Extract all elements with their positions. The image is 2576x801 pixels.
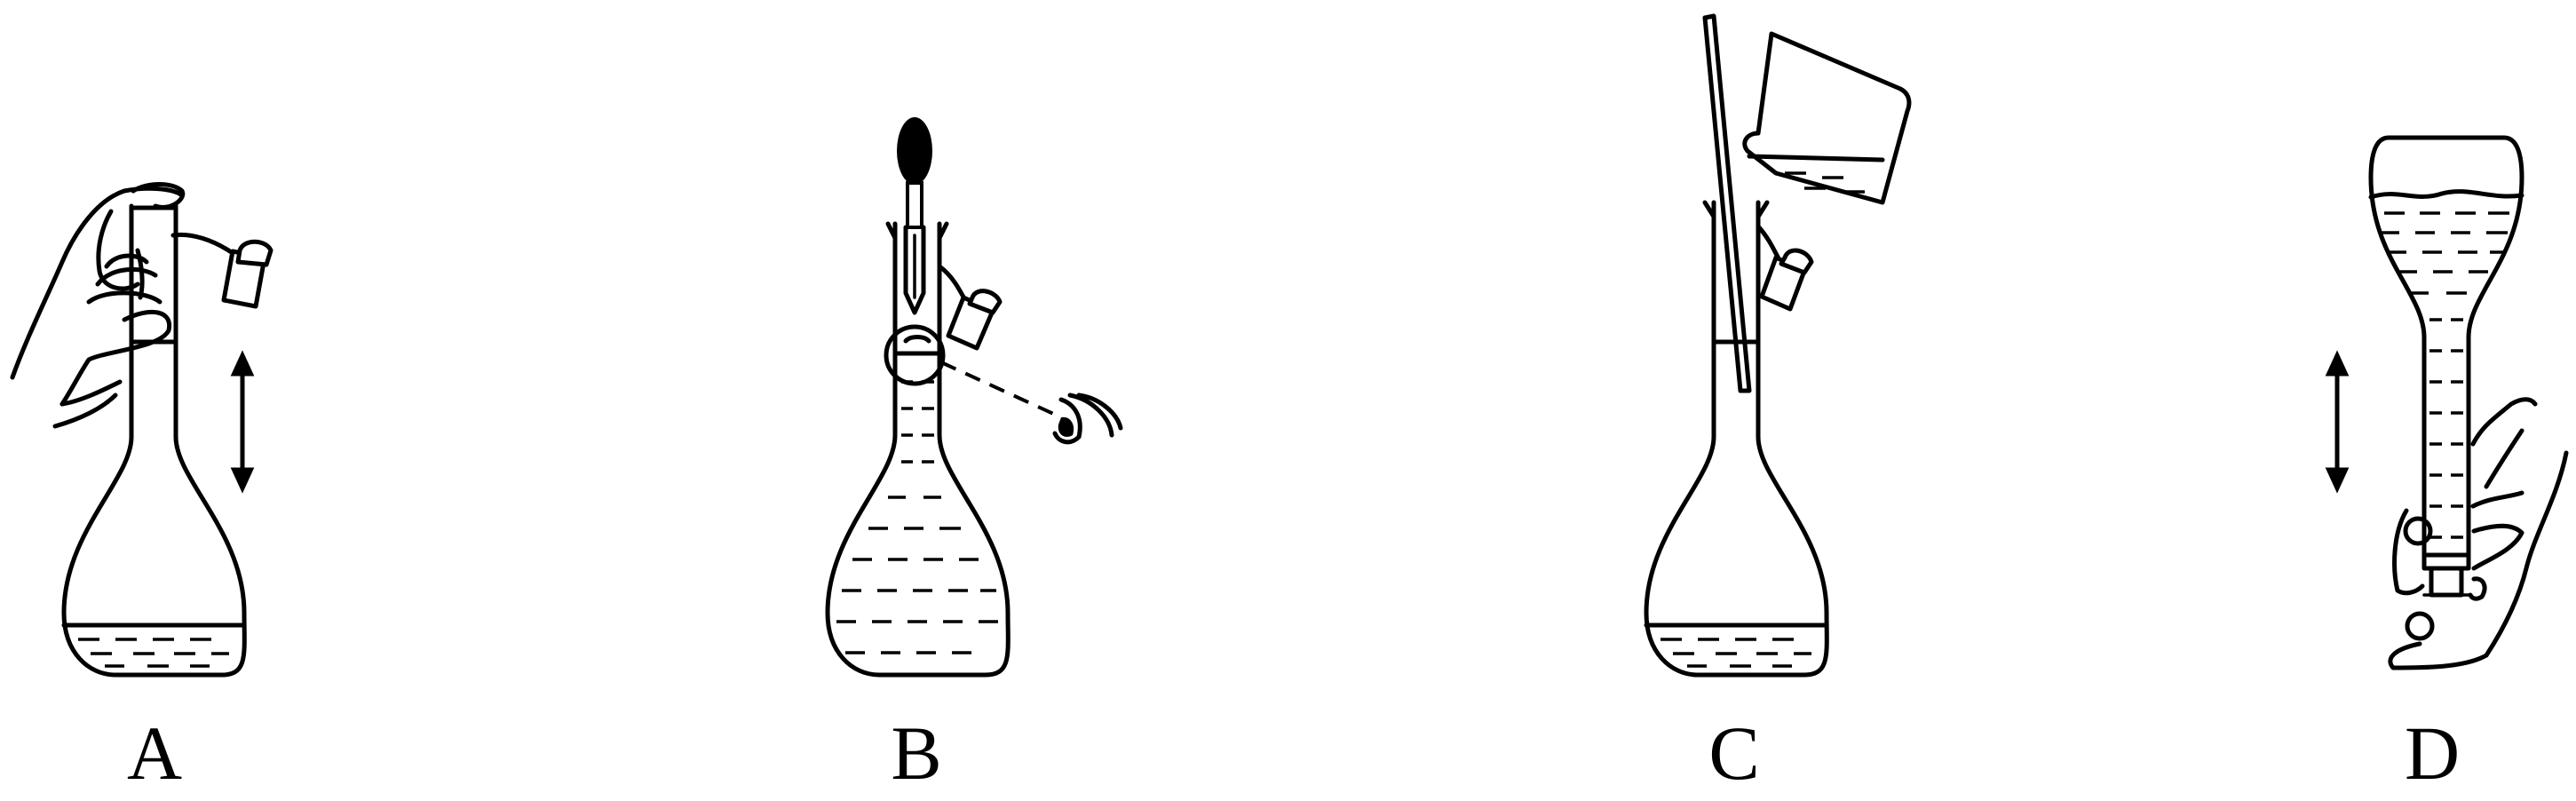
label-d: D: [2404, 710, 2461, 796]
eye-icon: [1052, 393, 1123, 445]
panel-d-drawing: [2325, 135, 2569, 670]
stopper-icon: [170, 232, 273, 309]
volumetric-flask-b: [825, 221, 1011, 678]
sight-line: [940, 361, 1062, 419]
label-c: C: [1708, 710, 1760, 796]
liquid-b: [836, 380, 998, 654]
volumetric-flask-c: [1644, 200, 1829, 678]
label-a: A: [126, 710, 183, 796]
panel-d: D: [2300, 0, 2576, 801]
panel-c: C: [1616, 0, 2007, 801]
panel-a: A: [0, 0, 373, 801]
dropper-icon: [897, 117, 932, 315]
inverted-flask-d: [2368, 135, 2524, 598]
stopper-icon: [1756, 224, 1814, 312]
panel-c-drawing: [1644, 13, 1912, 678]
hand-icon: [10, 182, 186, 429]
glass-rod-icon: [1702, 13, 1752, 393]
liquid-a: [61, 623, 247, 668]
double-arrow-icon: [230, 350, 255, 494]
panel-a-drawing: [10, 182, 273, 678]
beaker-icon: [1742, 31, 1912, 205]
liquid-c: [1644, 623, 1829, 668]
panel-b-drawing: [825, 117, 1123, 678]
double-arrow-icon: [2325, 350, 2350, 494]
hand-icon: [2388, 397, 2569, 670]
label-b: B: [891, 710, 942, 796]
liquid-d: [2380, 211, 2509, 539]
stopper-icon: [937, 264, 1003, 351]
panel-b: B: [764, 0, 1154, 801]
